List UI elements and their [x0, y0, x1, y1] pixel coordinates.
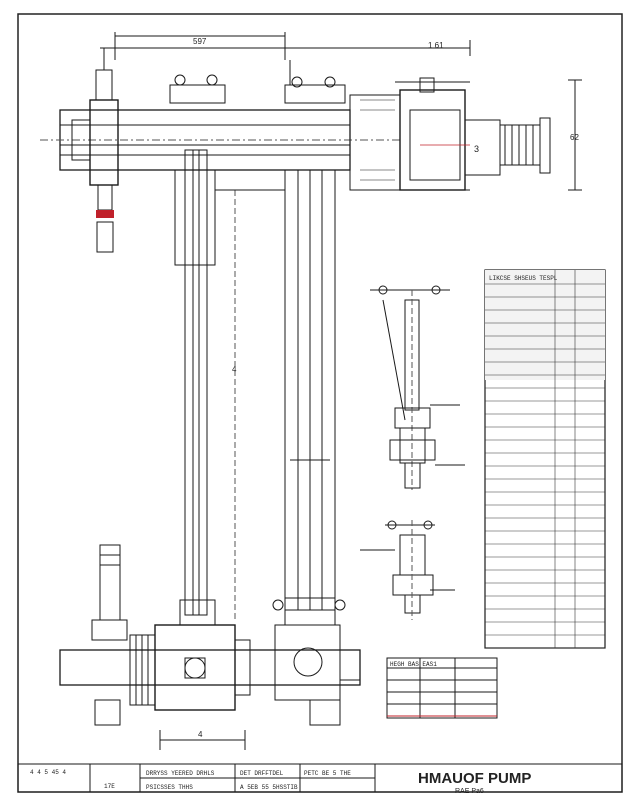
- sheet-border: [17, 13, 623, 793]
- title-block-cell-1: DRRYSS YEERED DRHLS: [146, 770, 215, 777]
- title-block-cell-3: PETC BE 5 THE: [304, 770, 351, 777]
- parts-list-table: LIKCSE SHSEUS TESPL: [484, 269, 606, 649]
- dim-top-span: 597: [193, 37, 207, 46]
- red-seal-marker: [96, 210, 114, 218]
- note-table-header: HEGH BAS EAS1: [390, 661, 437, 668]
- dim-top-right: 1 61: [428, 41, 444, 50]
- vertical-shafts: [174, 149, 336, 620]
- detail-view-lower: [360, 520, 455, 620]
- title-block-left: 4 4 5 45 4: [30, 769, 66, 776]
- title-block-cell-4: PSICSSES THHS: [146, 784, 193, 791]
- dim-bottom-span: 4: [198, 730, 203, 739]
- red-seal-ring: [96, 221, 114, 253]
- bottom-pump-assembly: [59, 544, 361, 750]
- dim-vertical-mid: 4: [232, 365, 237, 374]
- title-block-small: 17E: [104, 783, 115, 790]
- dim-valve-tag: 3: [474, 144, 479, 154]
- detail-view-upper: [370, 285, 465, 490]
- title-block-cell-5: A 5EB 55 5HSSTIB: [240, 784, 298, 791]
- parts-table-header: LIKCSE SHSEUS TESPL: [489, 275, 558, 282]
- drawing-subtitle: RAE Pa6: [455, 788, 484, 795]
- drawing-title: HMAUOF PUMP: [418, 770, 531, 787]
- note-table: [386, 657, 498, 719]
- title-block: [17, 763, 623, 793]
- title-block-cell-2: DET DRFFTDEL: [240, 770, 284, 777]
- top-horizontal-assembly: [40, 32, 582, 211]
- dim-right-height: 62: [570, 133, 579, 142]
